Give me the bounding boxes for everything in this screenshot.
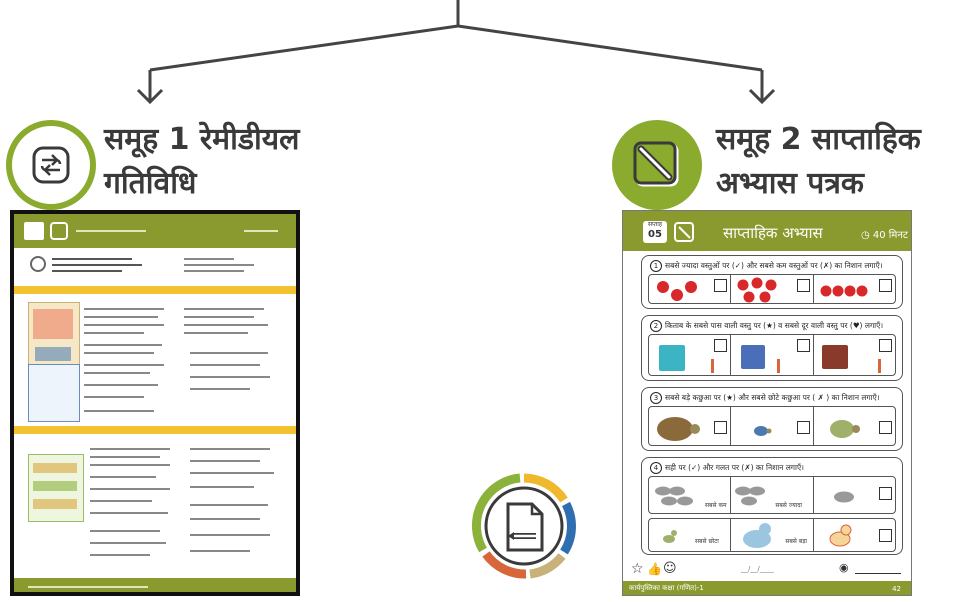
- pencil-icon: [674, 222, 694, 242]
- answer-box[interactable]: [878, 279, 892, 292]
- star-icon: ☆: [631, 561, 644, 577]
- answer-cell: [649, 335, 732, 375]
- answer-box[interactable]: [878, 421, 892, 434]
- answer-box[interactable]: [878, 487, 892, 500]
- illustration-card-2: [28, 364, 80, 422]
- footer-text: कार्यपुस्तिका कक्षा (गणित)-1: [629, 584, 704, 592]
- group-1-label-line2: गतिविधि: [104, 166, 197, 201]
- week-label: सप्ताह: [647, 221, 663, 228]
- group-1-label: समूह 1 रेमीडीयल गतिविधि: [104, 118, 299, 206]
- worksheet-footer: कार्यपुस्तिका कक्षा (गणित)-1 42: [623, 581, 911, 595]
- answer-cell: सबसे छोटा: [649, 519, 732, 551]
- date-field: __/__/____: [741, 565, 774, 573]
- answer-cell: सबसे बड़ा: [731, 519, 814, 551]
- group-2-label-line1: समूह 2 साप्ताहिक: [716, 122, 921, 157]
- illustration-card-3: [28, 454, 84, 522]
- group-1-label-line1: समूह 1 रेमीडीयल: [104, 122, 300, 157]
- answer-cell: [731, 275, 814, 303]
- target-icon: [30, 256, 46, 272]
- worksheet-title: साप्ताहिक अभ्यास: [723, 224, 823, 242]
- answer-box[interactable]: [714, 279, 728, 292]
- section-bar-1: [14, 286, 296, 294]
- answer-cell: [731, 335, 814, 375]
- answer-box[interactable]: [714, 339, 728, 352]
- refresh-icon: [32, 146, 70, 184]
- worksheet-time: ◷ 40 मिनट: [861, 230, 908, 241]
- document-edit-icon: [472, 473, 576, 579]
- question-number: 1: [650, 260, 662, 272]
- connector-tree: [136, 0, 776, 105]
- section-bar-2: [14, 426, 296, 434]
- group-2-label-line2: अभ्यास पत्रक: [716, 166, 864, 201]
- option-label: सबसे छोटा: [695, 538, 719, 545]
- smile-icon: ☺: [663, 561, 677, 576]
- remedial-activity-page-thumbnail: [10, 210, 300, 596]
- answer-box[interactable]: [796, 421, 810, 434]
- question-text: किताब के सबसे पास वाली वस्तु पर (★) व सब…: [665, 321, 884, 330]
- question-text: सही पर (✓) और गलत पर (✗) का निशान लगाएँ।: [665, 463, 804, 472]
- worksheet-feedback-row: ☆ 👍 ☺ __/__/____ ◉: [623, 559, 911, 581]
- question-number: 4: [650, 462, 662, 474]
- week-badge: [24, 222, 44, 240]
- refresh-icon: [50, 222, 68, 240]
- teacher-sign-icon: ◉: [839, 561, 849, 574]
- answer-cell: [814, 407, 895, 445]
- answer-box[interactable]: [878, 529, 892, 542]
- answer-cell: [731, 407, 814, 445]
- answer-cell: [649, 407, 732, 445]
- answer-cell: [814, 275, 895, 303]
- week-number: 05: [648, 229, 662, 240]
- answer-cell: [814, 519, 895, 551]
- page-number: 42: [892, 585, 901, 593]
- option-label: सबसे बड़ा: [785, 538, 807, 545]
- answer-cell: सबसे ज्यादा: [731, 477, 814, 513]
- pencil-icon: [633, 141, 679, 187]
- answer-cell: सबसे कम: [649, 477, 732, 513]
- answer-cell: [814, 335, 895, 375]
- clock-icon: ◷: [861, 230, 873, 241]
- answer-cell: [814, 477, 895, 513]
- group-2-label: समूह 2 साप्ताहिक अभ्यास पत्रक: [716, 118, 921, 206]
- worksheet-header: सप्ताह 05 साप्ताहिक अभ्यास ◷ 40 मिनट: [623, 211, 911, 251]
- question-number: 2: [650, 320, 662, 332]
- signature-line: [855, 573, 901, 574]
- page-footer-bar: [14, 578, 296, 592]
- question-text: सबसे ज्यादा वस्तुओं पर (✓) और सबसे कम वस…: [665, 261, 883, 270]
- answer-cell: [649, 275, 732, 303]
- answer-box[interactable]: [878, 339, 892, 352]
- option-label: सबसे ज्यादा: [775, 502, 802, 509]
- question-text: सबसे बड़े कछुआ पर (★) और सबसे छोटे कछुआ …: [665, 393, 880, 402]
- thumbs-up-icon: 👍: [647, 562, 662, 576]
- remedial-activity-icon-badge: [6, 120, 96, 210]
- answer-box[interactable]: [796, 279, 810, 292]
- week-badge: सप्ताह 05: [643, 221, 667, 243]
- question-number: 3: [650, 392, 662, 404]
- answer-box[interactable]: [796, 339, 810, 352]
- option-label: सबसे कम: [705, 502, 727, 509]
- weekly-worksheet-icon-badge: [612, 120, 702, 210]
- answer-box[interactable]: [714, 421, 728, 434]
